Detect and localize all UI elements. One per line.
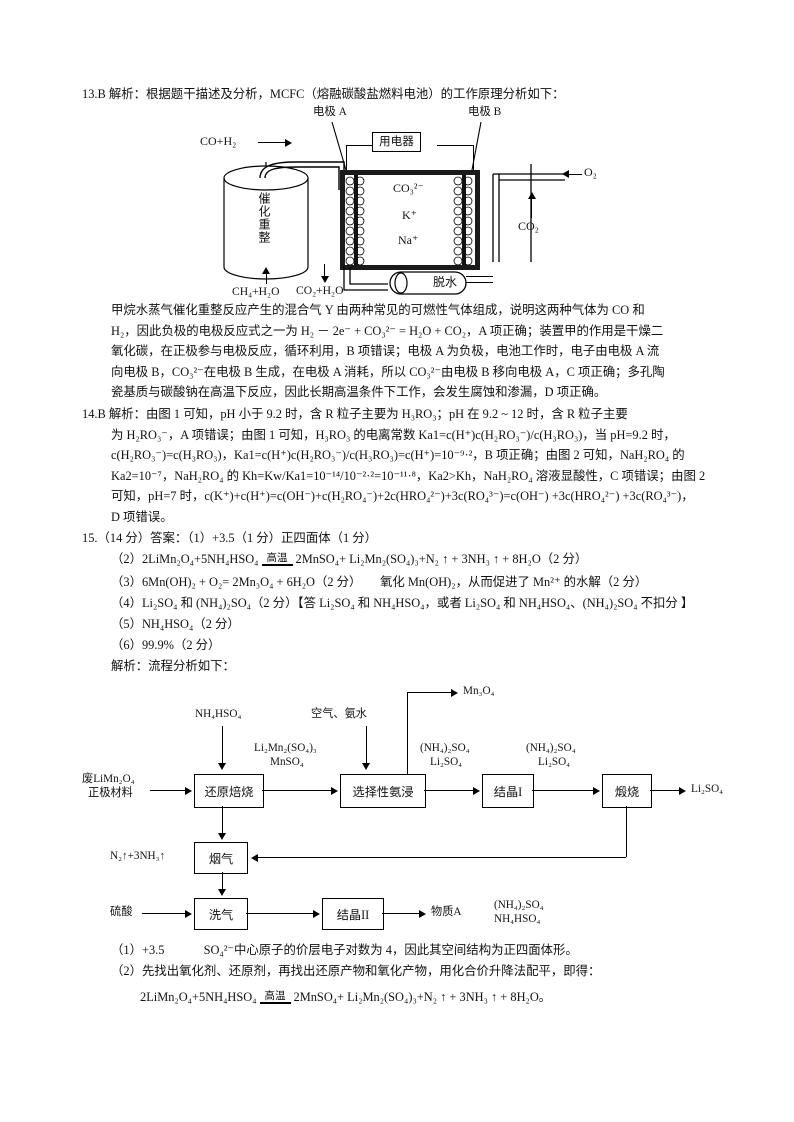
electrode-b-label: 电极 B — [468, 106, 502, 118]
flow-label-feed-line1: 废LiMn₂O₄ — [82, 773, 135, 785]
flow-box-flue-gas: 烟气 — [194, 842, 248, 874]
q15-answer-5: （5）NH₄HSO₄（2 分） — [111, 617, 240, 631]
q14-line: c(H₂RO₃⁻)=c(H₃RO₃)，Ka1=c(H⁺)c(H₂RO₃⁻)/c(… — [111, 448, 685, 463]
flow-label-intermediate-line2: MnSO₄ — [270, 756, 304, 768]
flow-label-leach-out-line1: (NH₄)₂SO₄ — [420, 742, 470, 754]
flow-label-a-line2: NH₄HSO₄ — [494, 913, 541, 925]
flow-box-crystallize-2: 结晶II — [322, 898, 384, 930]
flow-label-cryst-out-line2: Li₂SO₄ — [538, 756, 571, 768]
flow-label-li2so4: Li₂SO₄ — [691, 783, 724, 795]
q13-line: 甲烷水蒸气催化重整反应产生的混合气 Y 由两种常见的可燃性气体组成，说明这两种气… — [111, 303, 645, 317]
flow-box-calcine: 煅烧 — [602, 774, 652, 808]
footer-eq-pre: 2LiMn₂O₄+5NH₄HSO₄ — [140, 990, 257, 1004]
potassium-ion-label: K⁺ — [402, 208, 417, 222]
flow-label-substance-a: 物质A — [431, 906, 462, 918]
flow-label-a-line1: (NH₄)₂SO₄ — [494, 899, 544, 911]
flow-label-nh4hso4: NH₄HSO₄ — [195, 708, 242, 720]
flow-label-cryst-out-line1: (NH₄)₂SO₄ — [526, 742, 576, 754]
reformer-label: 催化重整 — [257, 192, 271, 244]
footer-eq-condition: 高温 — [259, 991, 291, 1004]
q15-a2-pre: （2）2LiMn₂O₄+5NH₄HSO₄ — [111, 552, 259, 566]
flow-label-intermediate-line1: Li₂Mn₂(SO₄)₃ — [254, 742, 317, 754]
oxygen-label: O₂ — [584, 165, 597, 179]
flow-label-n2-nh3: N₂↑+3NH₃↑ — [110, 850, 166, 862]
footer-1b: SO₄²⁻中心原子的价层电子对数为 4，因此其空间结构为正四面体形。 — [203, 943, 578, 957]
q13-line: 向电极 B，CO₃²⁻在电极 B 生成，在电极 A 消耗，所以 CO₃²⁻由电极… — [111, 364, 665, 379]
footer-eq-post: 2MnSO₄+ Li₂Mn₂(SO₄)₃+N₂ ↑ + 3NH₃ ↑ + 8H₂… — [293, 990, 552, 1004]
q15-a2-post: 2MnSO₄+ Li₂Mn₂(SO₄)₃+N₂ ↑ + 3NH₃ ↑ + 8H₂… — [295, 552, 588, 566]
q14-line: D 项错误。 — [111, 509, 173, 524]
flow-box-selective-ammonia-leach: 选择性氨浸 — [340, 774, 426, 808]
fuel-cell-diagram: 电极 A 电极 B 用电器 CO+H₂ 催化重整 — [200, 104, 620, 298]
flow-box-gas-wash: 洗气 — [194, 898, 248, 930]
electrode-a-label: 电极 A — [313, 106, 347, 118]
q14-body: 14.B 解析：由图 1 可知，pH 小于 9.2 时，含 R 粒子主要为 H₃… — [82, 404, 712, 528]
q15-a2-condition: 高温 — [261, 553, 293, 566]
q15-answer-6: （6）99.9%（2 分） — [111, 638, 221, 652]
q13-line: H₂，因此负极的电极反应式之一为 H₂ － 2e⁻ + CO₃²⁻ = H₂O … — [111, 323, 664, 338]
cell-output-label: CO₂+H₂O — [296, 284, 344, 297]
q14-line: Ka2=10⁻⁷，NaH₂RO₄ 的 Kh=Kw/Ka1=10⁻¹⁴/10⁻²·… — [111, 468, 706, 483]
q15-analysis-head: 解析：流程分析如下： — [111, 659, 235, 673]
q13-line: 瓷基质与碳酸钠在高温下反应，因此长期高温条件下工作，会发生腐蚀和渗漏，D 项正确… — [111, 385, 607, 400]
flow-label-leach-out-line2: Li₂SO₄ — [430, 756, 463, 768]
q15-answer-3: （3）6Mn(OH)₂ + O₂= 2Mn₃O₄ + 6H₂O（2 分） 氧化 … — [111, 575, 648, 589]
sodium-ion-label: Na⁺ — [398, 233, 419, 247]
flow-label-sulfuric: 硫酸 — [110, 906, 133, 918]
footer-1a: （1）+3.5 — [111, 943, 165, 957]
footer-line-1: （1）+3.5 SO₄²⁻中心原子的价层电子对数为 4，因此其空间结构为正四面体… — [111, 940, 751, 961]
q13-line: 氧化碳，在正极参与电极反应，循环利用，B 项错误；电极 A 为负极，电池工作时，… — [111, 344, 660, 359]
q13-heading: 13.B 解析：根据题干描述及分析，MCFC（熔融碳酸盐燃料电池）的工作原理分析… — [82, 87, 565, 101]
q15-answer-4: （4）Li₂SO₄ 和 (NH₄)₂SO₄（2 分）【答 Li₂SO₄ 和 NH… — [111, 596, 694, 610]
load-box: 用电器 — [372, 132, 421, 152]
q15-head: 15.（14 分）答案：（1）+3.5（1 分）正四面体（1 分） — [82, 531, 378, 545]
dehydrator-label: 脱水 — [433, 275, 458, 289]
feed-left-label: CO+H₂ — [200, 134, 237, 148]
q14-line: 可知，pH=7 时，c(K⁺)+c(H⁺)=c(OH⁻)+c(H₂RO₄⁻)+2… — [111, 489, 694, 504]
co2-label: CO₂ — [518, 219, 539, 233]
q14-line: 为 H₂RO₃⁻，A 项错误；由图 1 可知，H₃RO₃ 的电离常数 Ka1=c… — [111, 427, 676, 442]
carbonate-ion-label: CO₃²⁻ — [393, 181, 424, 195]
flow-box-reduction-roast: 还原焙烧 — [194, 774, 264, 808]
flow-label-mn3o4: Mn₃O₄ — [463, 685, 495, 697]
footer-line-2: （2）先找出氧化剂、还原剂，再找出还原产物和氧化产物，用化合价升降法配平，即得： — [111, 964, 601, 978]
flow-box-crystallize-1: 结晶I — [482, 774, 534, 808]
process-flowchart: 还原焙烧 选择性氨浸 结晶I 煅烧 烟气 洗气 结晶II 废LiMn₂O₄ 正极… — [82, 680, 762, 930]
flow-label-air-ammonia: 空气、氨水 — [311, 708, 367, 720]
q14-line: 14.B 解析：由图 1 可知，pH 小于 9.2 时，含 R 粒子主要为 H₃… — [82, 407, 628, 421]
flow-label-feed-line2: 正极材料 — [88, 787, 133, 799]
reformer-input-label: CH₄+H₂O — [232, 285, 280, 298]
q13-body: 甲烷水蒸气催化重整反应产生的混合气 Y 由两种常见的可燃性气体组成，说明这两种气… — [111, 300, 711, 403]
